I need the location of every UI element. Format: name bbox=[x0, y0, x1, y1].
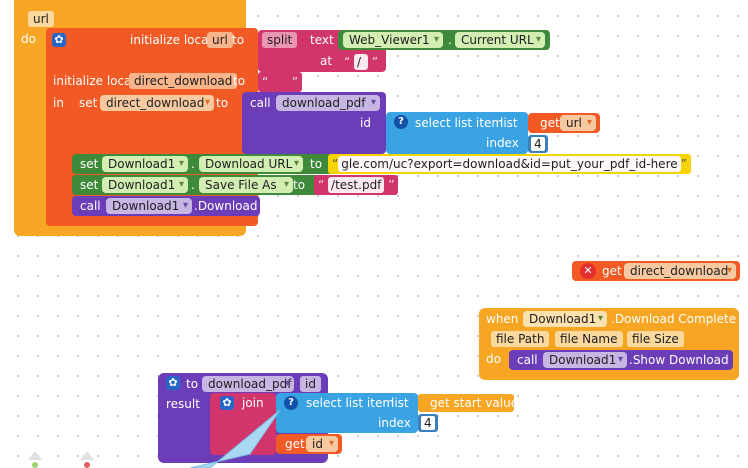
call2-label: call bbox=[80, 199, 101, 213]
pdf-path-string-block[interactable]: “ /test.pdf ” bbox=[314, 175, 399, 195]
event-call-label: call bbox=[517, 353, 538, 367]
event-name-label: .Download Complete bbox=[611, 312, 737, 326]
download-method-label: .Download bbox=[194, 199, 258, 213]
proc-index-label: index bbox=[378, 416, 411, 430]
when-label: when bbox=[486, 312, 519, 326]
init-local-label: initialize local bbox=[130, 33, 212, 47]
to5-label: to bbox=[293, 178, 306, 192]
save-file-as-dropdown[interactable]: Save File As bbox=[199, 177, 293, 193]
to4-label: to bbox=[310, 157, 323, 171]
error-icon[interactable]: ✕ bbox=[580, 263, 596, 279]
get-id-dropdown[interactable]: id bbox=[306, 436, 338, 452]
set-download-url-block[interactable]: set Download1 . Download URL to bbox=[72, 154, 336, 174]
empty-string-block[interactable]: “ ” bbox=[258, 72, 303, 92]
split-dropdown[interactable]: split bbox=[262, 32, 298, 48]
select-item-label: select list item bbox=[415, 116, 504, 130]
event-do-label: do bbox=[486, 352, 501, 366]
call-download-pdf-block[interactable]: call download_pdf id bbox=[242, 92, 386, 154]
proc-mutator-gear-icon[interactable]: ✿ bbox=[166, 376, 180, 390]
current-url-dropdown[interactable]: Current URL bbox=[455, 32, 545, 48]
proc-select-list-item-block[interactable]: ? select list item list index bbox=[276, 393, 418, 433]
set2-label: set bbox=[80, 157, 99, 171]
call-show-download-block[interactable]: call Download1 .Show Download bbox=[509, 350, 733, 370]
warning-indicator-icon[interactable] bbox=[28, 451, 42, 460]
show-download-label: .Show Download bbox=[629, 353, 729, 367]
warning-dot-icon bbox=[32, 462, 38, 468]
url-string-block[interactable]: “gle.com/uc?export=download&id=put_your_… bbox=[328, 154, 691, 174]
to3-label: to bbox=[216, 96, 229, 110]
slash-string-block[interactable]: “ / ” bbox=[340, 52, 383, 72]
text-label: text bbox=[310, 33, 334, 47]
error-indicator-icon[interactable] bbox=[80, 451, 94, 460]
set3-label: set bbox=[80, 178, 99, 192]
event-component-dropdown[interactable]: Download1 bbox=[523, 311, 607, 327]
download-component-dropdown[interactable]: Download1 bbox=[102, 156, 188, 172]
get-url-dropdown[interactable]: url bbox=[560, 115, 596, 131]
local-var-url[interactable]: url bbox=[207, 32, 233, 48]
call-label: call bbox=[250, 96, 271, 110]
web-viewer-component-dropdown[interactable]: Web_Viewer1 bbox=[343, 32, 443, 48]
index-number-block[interactable]: 4 bbox=[528, 135, 548, 153]
proc-select-item-label: select list item bbox=[306, 396, 395, 410]
to-label: to bbox=[232, 33, 245, 47]
get-direct-download-block[interactable]: ✕ get direct_download bbox=[572, 261, 740, 281]
slash-value[interactable]: / bbox=[354, 54, 369, 70]
index-value[interactable]: 4 bbox=[531, 137, 545, 151]
join-label: join bbox=[242, 396, 264, 410]
url-string-value[interactable]: gle.com/uc?export=download&id=put_your_p… bbox=[338, 156, 681, 172]
param-file-size[interactable]: file Size bbox=[627, 331, 684, 347]
dot2-label: . bbox=[191, 157, 195, 171]
in-label: in bbox=[53, 96, 64, 110]
id-label: id bbox=[360, 116, 371, 130]
set-save-file-as-block[interactable]: set Download1 . Save File As to bbox=[72, 175, 320, 195]
get-start-value-label: get start value bbox=[430, 396, 519, 410]
call-download-block[interactable]: call Download1 .Download bbox=[72, 196, 260, 216]
list-label: list bbox=[500, 116, 518, 130]
proc-get-label: get bbox=[285, 437, 305, 451]
set-var-dropdown[interactable]: direct_download bbox=[100, 95, 214, 111]
proc-list-label: list bbox=[391, 396, 409, 410]
pdf-path-value[interactable]: /test.pdf bbox=[328, 177, 385, 193]
get-direct-download-dropdown[interactable]: direct_download bbox=[624, 263, 736, 279]
set-direct-download-block[interactable]: set direct_download to bbox=[72, 92, 244, 154]
to2-label: to bbox=[233, 74, 246, 88]
error-dot-icon bbox=[84, 462, 90, 468]
local-var-direct-download[interactable]: direct_download bbox=[129, 73, 238, 89]
init-local-direct-download-block[interactable]: initialize local direct_download to bbox=[46, 72, 258, 90]
do-label: do bbox=[21, 32, 36, 46]
mutator-gear-icon[interactable]: ✿ bbox=[52, 33, 66, 47]
init-local2-label: initialize local bbox=[53, 74, 135, 88]
proc-to-label: to bbox=[186, 377, 199, 391]
at-label: at bbox=[320, 54, 333, 68]
proc-name-field[interactable]: download_pdf bbox=[202, 376, 294, 392]
dot-label: . bbox=[448, 33, 452, 47]
help-icon[interactable]: ? bbox=[394, 115, 408, 129]
web-viewer-getter-block[interactable]: Web_Viewer1 . Current URL bbox=[338, 30, 550, 50]
get-url-block[interactable]: get url bbox=[528, 113, 600, 133]
set-label: set bbox=[79, 96, 98, 110]
proc-index-number-block[interactable]: 4 bbox=[418, 414, 438, 432]
proc-index-value[interactable]: 4 bbox=[421, 416, 435, 430]
event-call-component-dropdown[interactable]: Download1 bbox=[543, 352, 627, 368]
param-file-name[interactable]: file Name bbox=[555, 331, 623, 347]
tooltip-pointer bbox=[190, 410, 281, 468]
proc-name-dropdown[interactable]: download_pdf bbox=[276, 95, 380, 111]
result-label: result bbox=[166, 397, 200, 411]
select-list-item-block[interactable]: ? select list item list index bbox=[386, 112, 528, 154]
download-component2-dropdown[interactable]: Download1 bbox=[102, 177, 188, 193]
download-component3-dropdown[interactable]: Download1 bbox=[106, 198, 192, 214]
index-label: index bbox=[486, 136, 519, 150]
join-mutator-gear-icon[interactable]: ✿ bbox=[220, 396, 234, 410]
get-label-2: get bbox=[602, 264, 622, 278]
download-url-dropdown[interactable]: Download URL bbox=[199, 156, 303, 172]
proc-help-icon[interactable]: ? bbox=[284, 396, 298, 410]
param-file-path[interactable]: file Path bbox=[491, 331, 550, 347]
dot3-label: . bbox=[191, 178, 195, 192]
get-start-value-block[interactable]: get start value bbox=[418, 394, 518, 412]
get-id-block[interactable]: get id bbox=[276, 434, 342, 454]
proc-param-id[interactable]: id bbox=[300, 376, 321, 392]
param-url[interactable]: url bbox=[28, 11, 54, 27]
get-label: get bbox=[540, 116, 560, 130]
